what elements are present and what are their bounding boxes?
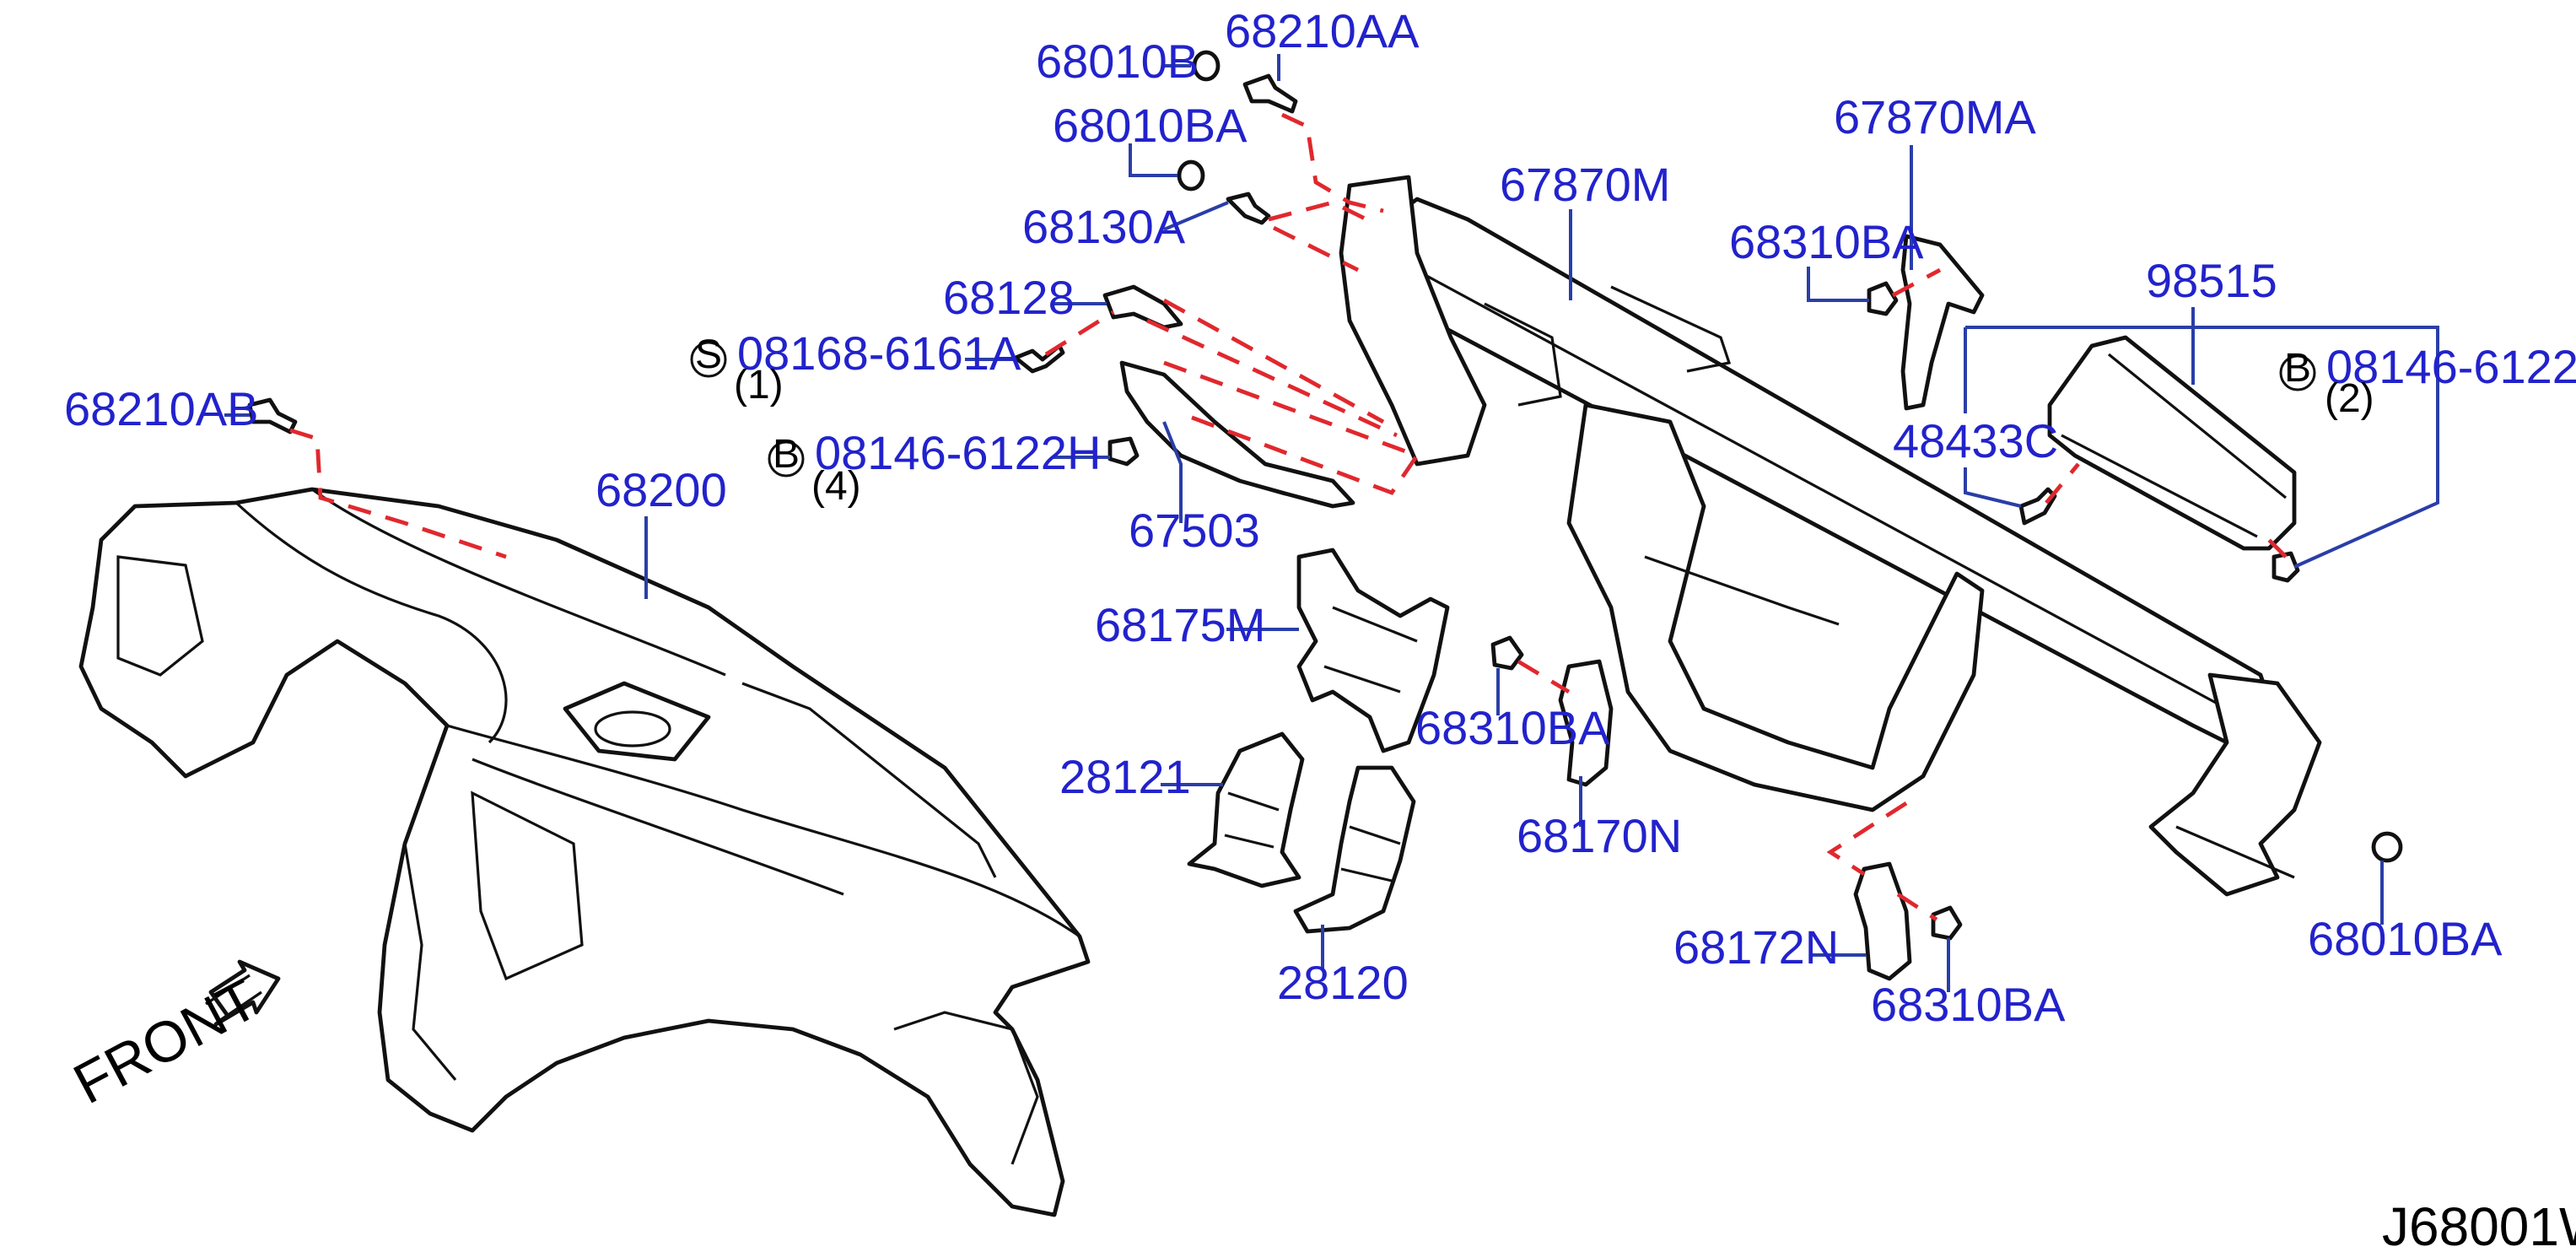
callout-68310BA-c[interactable]: 68310BA (1871, 978, 2066, 1031)
bracket-67870MA (1900, 234, 1985, 411)
bracket-68172N (1853, 861, 1912, 981)
callout-68210AA[interactable]: 68210AA (1225, 4, 1420, 57)
prefix-b-h: B (773, 432, 800, 477)
callout-67870MA[interactable]: 67870MA (1834, 90, 2036, 143)
callout-68128[interactable]: 68128 (943, 271, 1075, 324)
callout-68010BA-right[interactable]: 68010BA (2308, 912, 2503, 965)
grommet-68010B (1192, 50, 1221, 82)
bracket-67503 (1119, 360, 1355, 509)
callout-48433C[interactable]: 48433C (1893, 414, 2058, 467)
callout-28121[interactable]: 28121 (1059, 750, 1191, 803)
prefix-circle-s (690, 341, 727, 378)
callout-98515[interactable]: 98515 (2146, 254, 2277, 307)
prefix-s: S (695, 332, 722, 377)
grommet-68010BA-right (2371, 831, 2403, 863)
qty-08168-6161A: (1) (734, 363, 784, 407)
callout-68310BA-a[interactable]: 68310BA (1729, 215, 1924, 268)
callout-68130A[interactable]: 68130A (1022, 200, 1186, 253)
callout-68310BA-b[interactable]: 68310BA (1415, 701, 1610, 754)
callout-68170N[interactable]: 68170N (1517, 809, 1682, 862)
callout-28120[interactable]: 28120 (1277, 956, 1409, 1009)
screw-08168-6161A (1013, 343, 1065, 374)
callout-68175M[interactable]: 68175M (1095, 598, 1265, 651)
callout-68010BA-top[interactable]: 68010BA (1053, 99, 1248, 152)
fasteners (247, 50, 2403, 941)
qty-08146-6122H: (4) (811, 464, 861, 509)
grommet-68010BA-top (1177, 159, 1205, 192)
qty-08146-6122G: (2) (2325, 376, 2374, 421)
front-arrow-icon (205, 959, 281, 1027)
steering-member-67870M (1339, 175, 2322, 897)
diagram-code: J68001WV (2382, 1196, 2576, 1252)
circled-prefixes: S B B (690, 332, 2316, 478)
callout-08168-6161A[interactable]: 08168-6161A (737, 326, 1021, 380)
callout-labels: 68010B 68210AA 68010BA 68130A 68128 0816… (64, 4, 2576, 1031)
bracket-28120 (1293, 765, 1416, 934)
callout-68172N[interactable]: 68172N (1673, 920, 1839, 974)
leader-lines (224, 54, 2439, 992)
bracket-68128 (1102, 284, 1183, 330)
nut-68310BA-a (1867, 281, 1899, 316)
callout-68210AB[interactable]: 68210AB (64, 382, 258, 435)
bolt-08146-6122G (2272, 551, 2300, 583)
bolt-48433C (2018, 487, 2057, 526)
airbag-module-98515 (2047, 335, 2297, 551)
prefix-circle-b-h (768, 440, 805, 478)
bracket-28121 (1187, 731, 1305, 888)
instrument-panel-68200 (78, 487, 1091, 1217)
callout-68200[interactable]: 68200 (595, 463, 727, 516)
callout-08146-6122G[interactable]: 08146-6122G (2326, 340, 2576, 393)
callout-67503[interactable]: 67503 (1129, 504, 1260, 557)
bracket-68175M (1296, 548, 1450, 753)
bolt-68130A (1226, 192, 1271, 225)
prefix-b-g: B (2284, 346, 2311, 391)
callout-68010B[interactable]: 68010B (1036, 35, 1199, 88)
bracket-68170N (1558, 659, 1614, 787)
bolt-68210AA (1242, 73, 1298, 114)
bolt-08146-6122H (1107, 436, 1140, 467)
assembly-dashes (289, 112, 2288, 922)
front-label: FRONT (63, 967, 267, 1116)
bolt-68210AB (247, 397, 298, 434)
callout-67870M[interactable]: 67870M (1500, 158, 1670, 211)
prefix-circle-b-g (2279, 354, 2316, 391)
callout-08146-6122H[interactable]: 08146-6122H (815, 426, 1101, 479)
nut-68310BA-c (1931, 905, 1963, 941)
nut-68310BA-b (1490, 635, 1524, 671)
